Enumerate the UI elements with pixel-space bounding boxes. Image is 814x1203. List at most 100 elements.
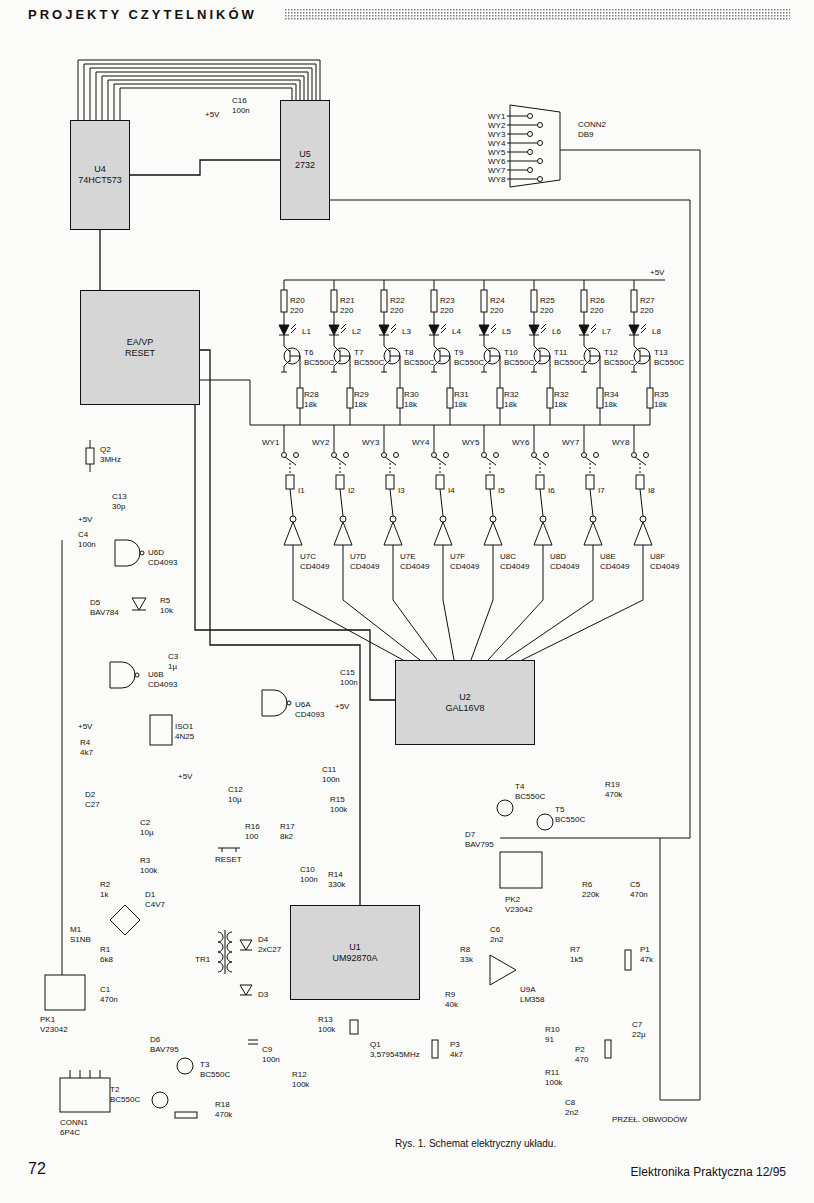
component-label: 10µ <box>140 828 154 837</box>
component-label: 2n2 <box>565 1108 578 1117</box>
component-label: D1 <box>145 890 155 899</box>
component-label: BAV784 <box>90 608 119 617</box>
component-label: 100k <box>318 1025 335 1034</box>
component-label: T12 <box>604 348 618 357</box>
component-label: R1 <box>100 945 110 954</box>
component-label: C15 <box>340 668 355 677</box>
component-label: +5V <box>335 702 349 711</box>
component-label: WY1 <box>488 112 505 121</box>
component-label: U7E <box>400 552 416 561</box>
component-label: R27 <box>640 296 655 305</box>
component-label: R32 <box>554 390 569 399</box>
component-label: T8 <box>404 348 413 357</box>
component-label: WY1 <box>262 438 279 447</box>
component-label: T2 <box>110 1085 119 1094</box>
component-label: CD4049 <box>550 562 579 571</box>
component-label: C8 <box>565 1098 575 1107</box>
component-label: T3 <box>200 1060 209 1069</box>
component-label: L2 <box>352 327 361 336</box>
component-label: C10 <box>300 865 315 874</box>
part-type: RESET <box>125 348 155 359</box>
component-label: BC550C <box>354 358 384 367</box>
component-label: WY4 <box>488 139 505 148</box>
component-label: 18k <box>604 400 617 409</box>
db9-connector <box>507 105 560 187</box>
component-label: R32 <box>504 390 519 399</box>
component-label: R13 <box>318 1015 333 1024</box>
page-footer: Elektronika Praktyczna 12/95 <box>631 1165 786 1179</box>
component-label: C12 <box>228 785 243 794</box>
component-label: 220 <box>590 306 603 315</box>
component-label: R2 <box>100 880 110 889</box>
component-label: T9 <box>454 348 463 357</box>
component-label: C9 <box>262 1045 272 1054</box>
component-label: CD4049 <box>300 562 329 571</box>
component-label: 100k <box>292 1080 309 1089</box>
component-label: C3 <box>168 652 178 661</box>
component-label: WY2 <box>488 121 505 130</box>
component-label: D2 <box>85 790 95 799</box>
component-label: R6 <box>582 880 592 889</box>
component-label: R3 <box>140 856 150 865</box>
component-label: L5 <box>502 327 511 336</box>
component-label: R11 <box>545 1068 559 1077</box>
ic-package: U52732 <box>280 100 330 220</box>
part-type: UM92870A <box>332 953 377 964</box>
component-label: C11 <box>322 765 336 774</box>
component-label: BC550C <box>110 1095 140 1104</box>
component-label: WY8 <box>612 438 629 447</box>
component-label: I6 <box>548 486 555 495</box>
component-label: U6D <box>148 548 164 557</box>
component-label: 4k7 <box>80 748 93 757</box>
part-type: 2732 <box>295 160 315 171</box>
component-label: LM358 <box>520 995 544 1004</box>
component-label: I4 <box>448 486 455 495</box>
component-label: CONN1 <box>60 1118 88 1127</box>
component-label: R34 <box>604 390 619 399</box>
component-label: R19 <box>605 780 620 789</box>
component-label: 18k <box>554 400 567 409</box>
ic-package: EA/VPRESET <box>80 290 200 405</box>
component-label: CD4049 <box>650 562 679 571</box>
component-label: 100n <box>262 1055 280 1064</box>
part-reference: U1 <box>349 942 361 953</box>
component-label: 220 <box>340 306 353 315</box>
component-label: CD4049 <box>600 562 629 571</box>
component-label: 220 <box>390 306 403 315</box>
channel-drivers <box>200 280 665 660</box>
component-label: BC550C <box>504 358 534 367</box>
component-label: WY2 <box>312 438 329 447</box>
component-label: WY3 <box>488 130 505 139</box>
component-label: T7 <box>354 348 363 357</box>
component-label: I1 <box>298 486 305 495</box>
component-label: U9A <box>520 985 536 994</box>
component-label: R5 <box>160 596 170 605</box>
component-label: C2 <box>140 818 150 827</box>
component-label: CD4093 <box>148 680 177 689</box>
component-label: D4 <box>258 935 268 944</box>
component-label: PRZEŁ. OBWODÓW <box>612 1115 687 1124</box>
part-type: 74HCT573 <box>78 175 122 186</box>
component-label: U8C <box>500 552 516 561</box>
component-label: T13 <box>654 348 668 357</box>
component-label: R9 <box>445 990 455 999</box>
component-label: WY6 <box>512 438 529 447</box>
component-label: L1 <box>302 327 311 336</box>
component-label: 470n <box>630 890 648 899</box>
bus-connector <box>200 350 360 905</box>
component-label: L3 <box>402 327 411 336</box>
component-label: R14 <box>328 870 343 879</box>
component-label: WY5 <box>488 148 505 157</box>
component-label: 30p <box>112 502 125 511</box>
component-label: CD4049 <box>350 562 379 571</box>
component-label: 1k5 <box>570 955 583 964</box>
component-label: 10µ <box>228 795 242 804</box>
component-label: R26 <box>590 296 605 305</box>
component-label: L4 <box>452 327 461 336</box>
component-label: Q2 <box>100 445 111 454</box>
component-label: R25 <box>540 296 555 305</box>
component-label: C7 <box>632 1020 642 1029</box>
component-label: 6k8 <box>100 955 113 964</box>
component-label: T5 <box>555 805 564 814</box>
